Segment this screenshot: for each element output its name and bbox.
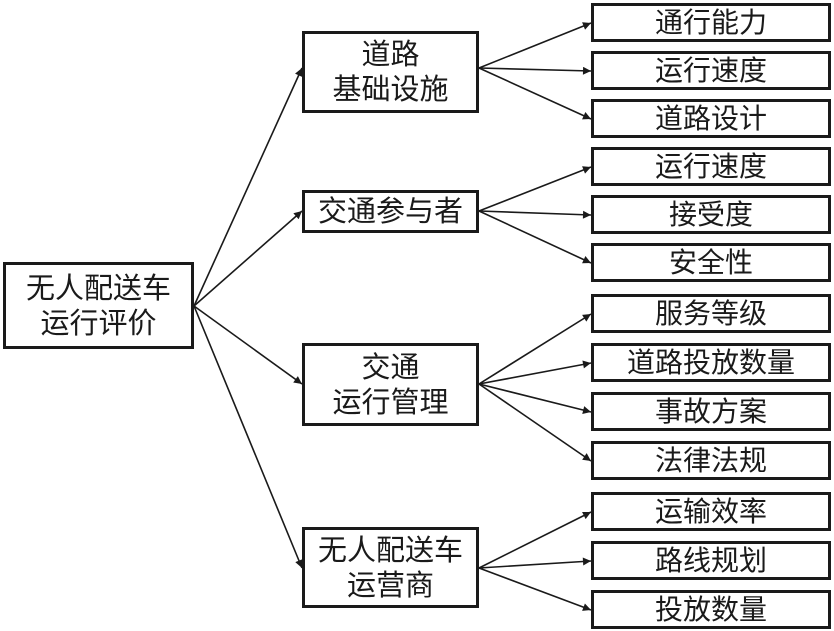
- leaf-node: 运输效率: [591, 492, 831, 531]
- arrow-category-1-to-leaf-1: [478, 22, 592, 69]
- leaf-node: 安全性: [591, 243, 831, 282]
- leaf-node: 道路设计: [591, 99, 831, 138]
- category-line: 基础设施: [332, 72, 449, 106]
- category-node-road-infrastructure: 道路 基础设施: [302, 31, 479, 113]
- arrow-category-3-to-leaf-1: [478, 313, 592, 385]
- leaf-node: 接受度: [591, 195, 831, 234]
- arrow-category-1-to-leaf-3: [478, 67, 592, 120]
- arrow-root-to-category-4: [193, 305, 303, 569]
- category-line: 道路: [361, 37, 420, 72]
- arrow-category-4-to-leaf-2: [478, 557, 592, 569]
- category-line: 运营商: [346, 567, 434, 602]
- leaf-node: 运行速度: [591, 147, 831, 186]
- root-node-line-1: 无人配送车: [25, 270, 171, 305]
- leaf-node: 通行能力: [591, 3, 831, 42]
- category-node-traffic-participants: 交通参与者: [302, 190, 479, 233]
- arrow-root-to-category-2: [193, 210, 303, 307]
- category-node-operator: 无人配送车 运营商: [302, 527, 479, 608]
- arrow-category-2-to-leaf-1: [478, 166, 592, 212]
- arrow-category-4-to-leaf-1: [478, 511, 592, 569]
- category-node-traffic-operation-management: 交通 运行管理: [302, 343, 479, 426]
- root-node: 无人配送车 运行评价: [3, 262, 194, 349]
- leaf-node: 事故方案: [591, 392, 831, 431]
- leaf-label: 服务等级: [654, 296, 767, 330]
- leaf-node: 运行速度: [591, 51, 831, 90]
- leaf-label: 事故方案: [654, 394, 767, 428]
- leaf-node: 法律法规: [591, 441, 831, 480]
- leaf-label: 运行速度: [654, 149, 767, 183]
- arrow-category-4-to-leaf-3: [478, 567, 592, 611]
- leaf-label: 接受度: [668, 197, 753, 231]
- leaf-node: 路线规划: [591, 541, 831, 580]
- leaf-label: 投放数量: [654, 592, 767, 626]
- arrow-category-2-to-leaf-2: [478, 210, 592, 219]
- category-line: 运行管理: [332, 384, 449, 419]
- leaf-node: 服务等级: [591, 294, 831, 333]
- leaf-node: 投放数量: [591, 590, 831, 629]
- arrow-category-2-to-leaf-3: [478, 210, 592, 264]
- leaf-label: 安全性: [668, 245, 753, 279]
- arrow-category-3-to-leaf-4: [478, 383, 592, 462]
- category-line: 无人配送车: [317, 532, 463, 567]
- leaf-label: 道路投放数量: [626, 345, 795, 379]
- arrow-root-to-category-3: [193, 305, 303, 385]
- leaf-node: 道路投放数量: [591, 343, 831, 382]
- leaf-label: 运行速度: [654, 53, 767, 87]
- leaf-label: 运输效率: [654, 494, 767, 528]
- category-line: 交通参与者: [317, 194, 463, 229]
- arrow-category-3-to-leaf-3: [478, 383, 592, 414]
- leaf-label: 路线规划: [654, 543, 767, 577]
- root-node-line-2: 运行评价: [40, 305, 157, 340]
- arrow-category-3-to-leaf-2: [478, 360, 592, 385]
- leaf-label: 道路设计: [654, 101, 767, 135]
- leaf-label: 法律法规: [654, 443, 767, 477]
- arrow-root-to-category-1: [193, 67, 303, 307]
- arrow-category-1-to-leaf-2: [478, 66, 592, 75]
- leaf-label: 通行能力: [654, 5, 767, 39]
- category-line: 交通: [361, 349, 420, 384]
